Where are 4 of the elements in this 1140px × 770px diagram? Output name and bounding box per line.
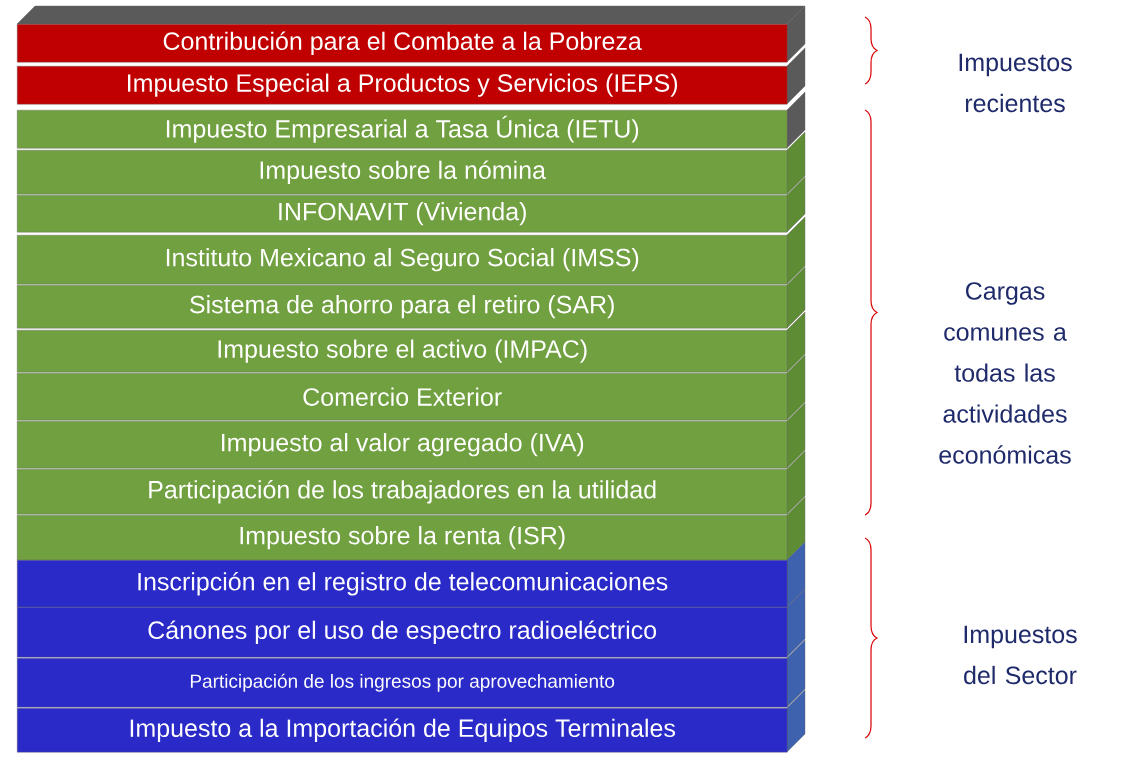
- group-label: Impuestos del Sector: [964, 625, 1077, 685]
- layer-block: Contribución para el Combate a la Pobreza: [16, 5, 806, 63]
- group-label: Cargas comunes a todas las actividades económicas: [939, 282, 1071, 464]
- group-label: Impuestos recientes: [959, 53, 1072, 113]
